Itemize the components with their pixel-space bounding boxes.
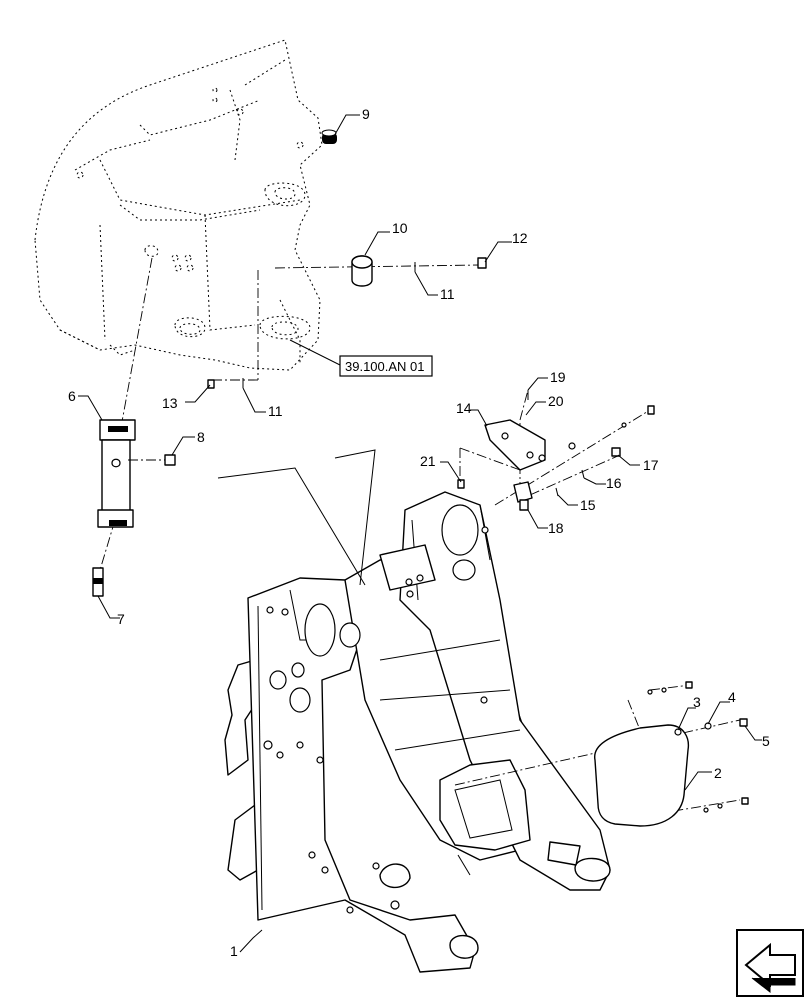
part-2-cover-plate xyxy=(594,724,712,827)
part-15-18-hardware xyxy=(513,405,655,529)
callout-19: 19 xyxy=(550,369,566,385)
callout-2: 2 xyxy=(714,765,722,781)
callout-20: 20 xyxy=(548,393,564,409)
loader-frame xyxy=(224,491,611,973)
callout-8: 8 xyxy=(197,429,205,445)
part-14-bracket xyxy=(470,409,546,471)
callout-7: 7 xyxy=(117,611,125,627)
part-10-stop xyxy=(351,231,390,287)
part-9-bumper xyxy=(321,114,360,144)
callout-21: 21 xyxy=(420,453,436,469)
part-13-11-fasteners-lower xyxy=(185,378,266,413)
callout-15: 15 xyxy=(580,497,596,513)
callout-9: 9 xyxy=(362,106,370,122)
reference-label-box[interactable]: 39.100.AN 01 xyxy=(289,339,433,377)
callout-6: 6 xyxy=(68,388,76,404)
callout-18: 18 xyxy=(548,520,564,536)
callout-4: 4 xyxy=(728,689,736,705)
part-3-4-5-fasteners xyxy=(647,681,762,813)
frame-leader-2 xyxy=(334,449,376,586)
callout-14: 14 xyxy=(456,400,472,416)
part-8-bolt xyxy=(128,436,195,466)
phantom-upper-frame xyxy=(34,39,323,371)
frame-leader-1 xyxy=(217,467,366,586)
reference-label: 39.100.AN 01 xyxy=(345,359,425,374)
part-11-12-fasteners-upper xyxy=(414,241,512,296)
callout-10: 10 xyxy=(392,220,408,236)
callout-11-upper: 11 xyxy=(440,286,455,302)
part-1-leader xyxy=(239,929,263,953)
callout-1: 1 xyxy=(230,943,238,959)
callout-16: 16 xyxy=(606,475,622,491)
part-19-20-21-hardware xyxy=(440,377,548,489)
callout-11-lower: 11 xyxy=(268,403,283,419)
callout-3: 3 xyxy=(693,694,701,710)
part-6-bracket xyxy=(78,395,136,528)
callout-12: 12 xyxy=(512,230,528,246)
arrow-navigation-icon[interactable] xyxy=(736,929,804,997)
callout-5: 5 xyxy=(762,733,770,749)
callout-17: 17 xyxy=(643,457,659,473)
part-7-pin xyxy=(92,567,120,619)
callout-13: 13 xyxy=(162,395,178,411)
